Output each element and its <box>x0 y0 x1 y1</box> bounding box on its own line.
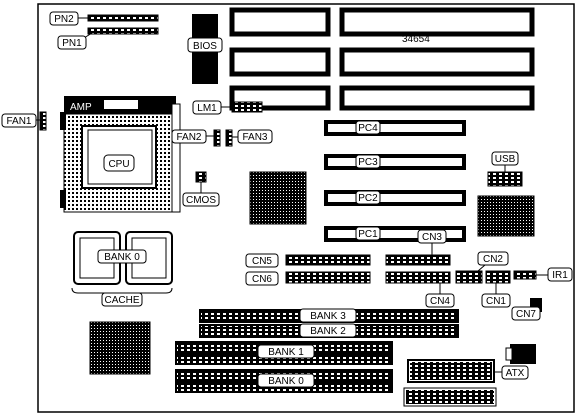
fan3-label: FAN3 <box>242 132 267 143</box>
cn5-connector: CN5 <box>245 253 371 268</box>
lm1-label: LM1 <box>197 103 217 114</box>
cn6-label: CN6 <box>252 274 272 285</box>
cpu-socket: AMP CPU <box>60 96 181 213</box>
cn1-connector: CN1 <box>481 270 511 308</box>
cache-bank0-label: BANK 0 <box>104 252 140 263</box>
cn7-connector: CN7 <box>505 298 542 364</box>
chipset-north <box>249 171 307 225</box>
chipset-io <box>89 321 151 375</box>
pc2-label: PC2 <box>358 193 378 204</box>
cn7-label: CN7 <box>516 309 536 320</box>
cn3-connector: CN3 <box>385 229 451 266</box>
simm-bank-2: BANK 2 <box>199 323 459 338</box>
usb-label: USB <box>495 154 516 165</box>
pn2-connector: PN2 <box>49 11 159 26</box>
bank2-label: BANK 2 <box>310 326 346 337</box>
pn2-label: PN2 <box>54 14 74 25</box>
pn1-label: PN1 <box>62 38 82 49</box>
ir1-label: IR1 <box>552 270 568 281</box>
fan2-label: FAN2 <box>176 132 201 143</box>
pn1-connector: PN1 <box>57 27 159 50</box>
chipset-south <box>477 195 535 237</box>
cn4-label: CN4 <box>430 296 450 307</box>
simm-bank-3: BANK 3 <box>199 308 459 323</box>
lm1-connector: LM1 <box>192 100 263 115</box>
fan1-label: FAN1 <box>6 116 31 127</box>
fan1-connector: FAN1 <box>1 111 47 131</box>
bank0-label: BANK 0 <box>268 376 304 387</box>
cache-label: CACHE <box>104 295 139 306</box>
dimm-bank-1: BANK 1 <box>175 341 393 365</box>
dimm-bank-0: BANK 0 <box>175 369 393 393</box>
atx-power-connector: ATX <box>403 359 529 407</box>
amp-label: AMP <box>70 102 92 113</box>
cache-chips: BANK 0 CACHE <box>71 231 173 307</box>
bank1-label: BANK 1 <box>268 347 304 358</box>
cn4-connector: CN4 <box>385 271 455 308</box>
usb-connector: USB <box>487 151 523 187</box>
bank3-label: BANK 3 <box>310 311 346 322</box>
bios-label: BIOS <box>193 41 217 52</box>
cn1-label: CN1 <box>486 296 506 307</box>
cpu-label: CPU <box>108 159 129 170</box>
pc4-label: PC4 <box>358 123 378 134</box>
pc1-label: PC1 <box>358 229 378 240</box>
cmos-jumper: CMOS <box>182 171 220 207</box>
cn2-label: CN2 <box>483 254 503 265</box>
cn6-connector: CN6 <box>245 271 371 286</box>
cmos-label: CMOS <box>186 195 216 206</box>
fan3-connector: FAN3 <box>225 129 273 147</box>
atx-label: ATX <box>506 368 525 379</box>
cn3-label: CN3 <box>422 232 442 243</box>
board-id-text: 34654 <box>402 34 430 45</box>
cn2-connector: CN2 <box>455 251 509 284</box>
cn5-label: CN5 <box>252 256 272 267</box>
isa-slots <box>229 7 535 111</box>
pc3-label: PC3 <box>358 157 378 168</box>
fan2-connector: FAN2 <box>171 129 221 147</box>
bios-chip: BIOS <box>187 14 223 84</box>
ir1-connector: IR1 <box>513 267 573 282</box>
